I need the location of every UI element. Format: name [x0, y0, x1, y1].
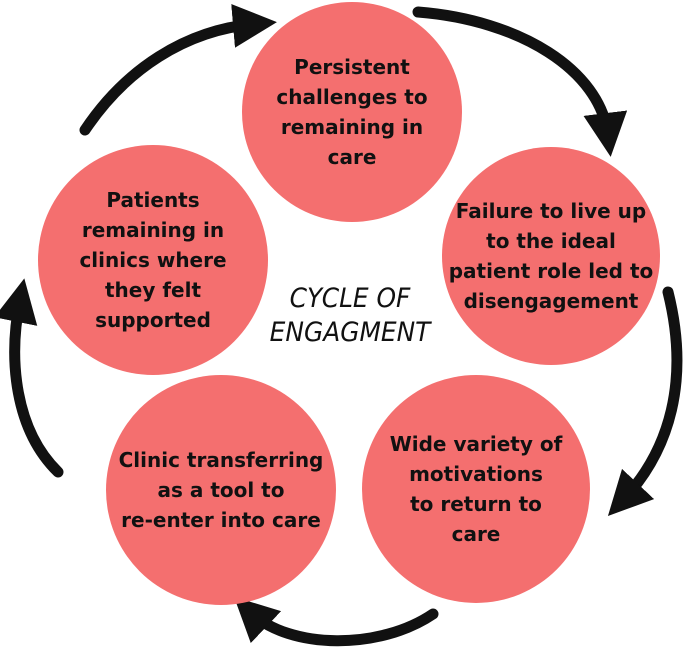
arrow-top-left — [79, 3, 277, 136]
node-patients-remaining: Patients remaining in clinics where they… — [38, 145, 268, 375]
node-persistent-challenges: Persistent challenges to remaining in ca… — [242, 2, 462, 222]
node-clinic-transferring: Clinic transferring as a tool to re-ente… — [106, 375, 336, 605]
node-label: Clinic transferring as a tool to re-ente… — [118, 448, 324, 532]
arrow-right — [607, 286, 683, 517]
diagram-title: CYCLE OF ENGAGMENT — [269, 283, 431, 348]
node-label: Wide variety of motivations to return to… — [389, 432, 563, 546]
arrow-left — [0, 278, 64, 478]
node-label: Persistent challenges to remaining in ca… — [276, 55, 428, 169]
arrow-top-right — [412, 6, 628, 157]
arrow-bottom — [234, 596, 439, 647]
node-wide-variety-motivations: Wide variety of motivations to return to… — [362, 375, 590, 603]
node-label: Patients remaining in clinics where they… — [79, 188, 227, 332]
node-failure-to-live-up: Failure to live up to the ideal patient … — [442, 147, 660, 365]
node-label: Failure to live up to the ideal patient … — [448, 199, 654, 313]
